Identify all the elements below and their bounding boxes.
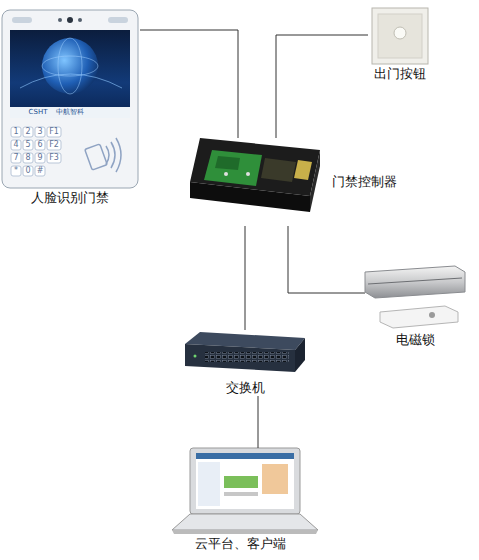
magnetic-lock-drawing <box>365 266 465 328</box>
keypad-key: 4 <box>11 140 21 150</box>
keypad-key: 8 <box>23 153 33 163</box>
controller-drawing <box>190 138 320 212</box>
face-terminal-drawing <box>2 10 138 188</box>
device-label: 门禁控制器 <box>330 174 399 190</box>
keypad-key: 2 <box>23 127 33 137</box>
keypad-key: 0 <box>23 166 33 176</box>
brand-name: 中航智科 <box>52 108 88 117</box>
access-controller-node: 门禁控制器 <box>190 138 399 226</box>
keypad-key: 3 <box>35 127 45 137</box>
cable-line <box>288 226 365 293</box>
brand-logo: CSHT <box>24 108 52 117</box>
device-label: 电磁锁 <box>394 332 437 348</box>
client-laptop-node: 云平台、客户端 <box>165 448 315 552</box>
device-label: 出门按钮 <box>372 66 428 82</box>
cable-line <box>276 35 368 138</box>
cable-line <box>258 396 259 448</box>
network-switch-drawing <box>185 332 305 372</box>
exit-button-node: 出门按钮 <box>368 8 432 82</box>
device-label: 人脸识别门禁 <box>29 190 111 206</box>
keypad-key: 6 <box>35 140 45 150</box>
network-switch-node: 交换机 <box>185 330 305 396</box>
keypad-key: 9 <box>35 153 45 163</box>
keypad-key: * <box>11 166 21 176</box>
keypad-key: # <box>35 166 45 176</box>
cable-line <box>140 30 238 138</box>
laptop-drawing <box>172 448 318 534</box>
exit-button-drawing <box>372 8 428 64</box>
device-label: 云平台、客户端 <box>193 536 288 552</box>
device-label: 交换机 <box>224 380 267 396</box>
keypad-key: 7 <box>11 153 21 163</box>
keypad-key: F2 <box>47 140 61 150</box>
keypad-key: F1 <box>47 127 61 137</box>
keypad-key: 1 <box>11 127 21 137</box>
cable-line <box>245 226 246 330</box>
keypad-key: F3 <box>47 153 61 163</box>
magnetic-lock-node: 电磁锁 <box>365 266 465 348</box>
keypad-key: 5 <box>23 140 33 150</box>
